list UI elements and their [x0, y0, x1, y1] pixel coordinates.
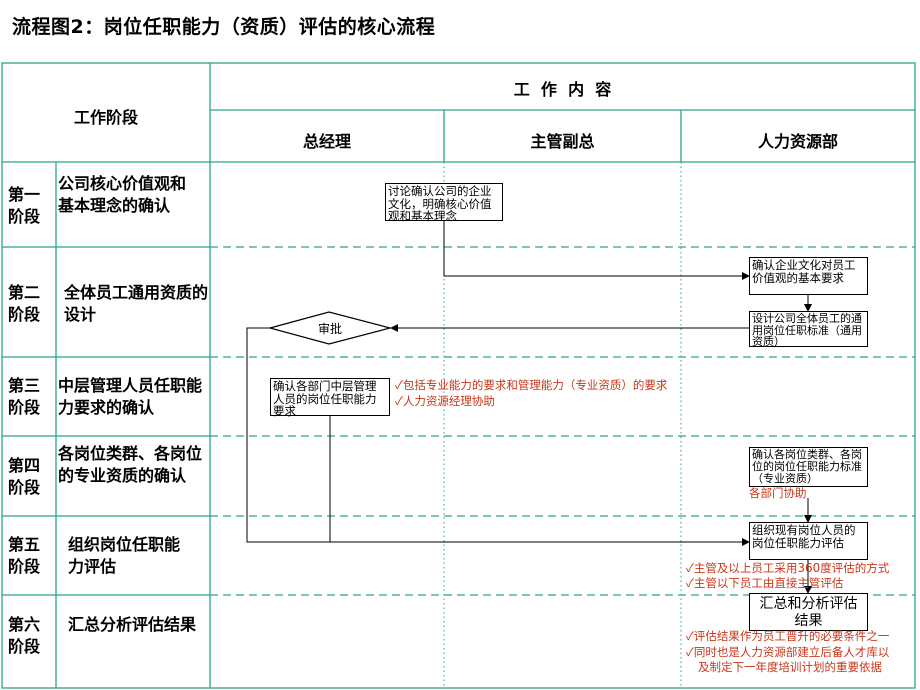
note-stage5-360-number: 360 [797, 561, 821, 575]
approve-diamond [267, 311, 393, 345]
work-content-header: 工 作 内 容 [513, 80, 612, 99]
stage-3-number: 第三 阶段 [8, 376, 41, 417]
node-organize-evaluation: 组织现有岗位人员的岗位任职能力评估 [749, 522, 868, 560]
stage-6-number: 第六 阶段 [8, 615, 41, 656]
node-middle-management: 确认各部门中层管理人员的岗位任职能力要求 [270, 378, 390, 417]
column-header-gm: 总经理 [302, 132, 351, 151]
note-stage6-promotion: ✓评估结果作为员工晋升的必要条件之一 [686, 629, 890, 643]
stage-2-number: 第二 阶段 [8, 283, 41, 324]
stage-4-name: 各岗位类群、各岗位的专业资质的确认 [58, 444, 203, 485]
stage-2-name: 全体员工通用资质的设计 [64, 283, 209, 324]
stage-4-number: 第四 阶段 [8, 456, 41, 497]
note-stage3-requirements: ✓包括专业能力的要求和管理能力（专业资质）的要求 [395, 378, 668, 392]
note-stage3-hr-assist: ✓人力资源经理协助 [395, 394, 495, 408]
note-stage4-departments: 各部门协助 [749, 486, 807, 500]
node-summarize-results: 汇总和分析评估结果 [749, 593, 868, 631]
stage-column-header: 工作阶段 [73, 108, 138, 127]
node-design-standard: 设计公司全体员工的通用岗位任职标准（通用资质） [749, 311, 868, 347]
note-stage5-360-prefix: ✓主管及以上员工采用 [686, 561, 798, 575]
node-basic-requirements: 确认企业文化对员工价值观的基本要求 [749, 257, 868, 295]
note-stage6-talent-pool: ✓同时也是人力资源部建立后备人才库以 [686, 645, 890, 659]
stage-3-name: 中层管理人员任职能力要求的确认 [58, 376, 203, 417]
node-confirm-culture: 讨论确认公司的企业文化，明确核心价值观和基本理念 [385, 183, 503, 222]
stage-5-name: 组织岗位任职能力评估 [68, 535, 181, 576]
connector-approve-to-evaluation [246, 327, 750, 546]
page-title: 流程图2：岗位任职能力（资质）评估的核心流程 [12, 16, 436, 38]
stage-1-number: 第一 阶段 [8, 185, 41, 226]
stage-5-number: 第五 阶段 [8, 535, 41, 576]
connector-culture-to-requirements [443, 221, 750, 280]
stage-6-name: 汇总分析评估结果 [68, 615, 197, 634]
column-header-vp: 主管副总 [530, 132, 595, 151]
note-stage6-training-plan: 及制定下一年度培训计划的重要依据 [698, 660, 882, 674]
note-stage5-direct-supervisor: ✓主管以下员工由直接主管评估 [686, 576, 844, 590]
node-approve-label: 审批 [317, 322, 342, 336]
stage-1-name: 公司核心价值观和基本理念的确认 [58, 174, 187, 215]
column-header-hr: 人力资源部 [757, 132, 838, 151]
node-category-standard: 确认各岗位类群、各岗位的岗位任职能力标准（专业资质） [749, 447, 868, 487]
note-stage5-360-suffix: 度评估的方式 [820, 561, 890, 575]
note-stage5-360: ✓主管及以上员工采用360度评估的方式 [686, 561, 889, 576]
